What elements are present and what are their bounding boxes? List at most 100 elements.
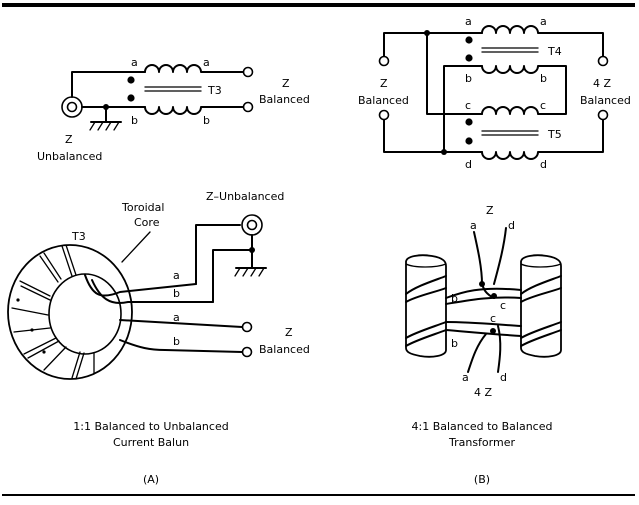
label-d-right: d (540, 158, 547, 171)
coax-connector-inner (66, 101, 78, 113)
caption-a-line2: Current Balun (113, 436, 189, 449)
label-d-left: d (465, 158, 472, 171)
label-b-left: b (465, 72, 472, 85)
label-z-right: Z (282, 77, 290, 90)
bridge-top-2 (445, 296, 522, 305)
label-balanced-right: Balanced (580, 94, 631, 107)
caption-a-line1: 1:1 Balanced to Unbalanced (73, 420, 228, 433)
lead-a1-up (195, 224, 241, 285)
core-right-top-rim (520, 263, 562, 268)
label-a1: a (173, 269, 180, 282)
label-balanced: Balanced (259, 343, 310, 356)
label-balanced: Balanced (259, 93, 310, 106)
label-4z-right: 4 Z (593, 77, 611, 90)
wire-a-input (71, 71, 146, 98)
label-toroidal: Toroidal (121, 201, 164, 214)
label-b2: b (451, 337, 458, 350)
label-a-left: a (131, 56, 138, 69)
core-windings (405, 275, 562, 347)
polarity-dot-t5-bottom (465, 137, 473, 145)
polarity-dot-t4-bottom (465, 54, 473, 62)
label-a-left: a (465, 15, 472, 28)
label-b-right: b (203, 114, 210, 127)
lead-a2 (119, 319, 243, 328)
bridge-top (445, 287, 522, 299)
top-rule (2, 3, 635, 7)
coil-t4-bottom (481, 65, 542, 74)
wire-a-to-c (426, 32, 483, 115)
4z-terminal-bottom (597, 109, 609, 121)
label-core: Core (134, 216, 160, 229)
panel-a-pictorial: Toroidal Core T3 Z–Unbalanced a b a b Z … (7, 190, 310, 380)
lead-z-d (493, 227, 507, 285)
label-a-right: a (540, 15, 547, 28)
label-t4: T4 (547, 45, 562, 58)
lead-b1 (91, 279, 214, 304)
junction-dot (249, 247, 255, 253)
tag-b: (B) (474, 473, 490, 486)
label-a2: a (173, 311, 180, 324)
label-t3: T3 (207, 84, 222, 97)
junction-dot-bottom (490, 328, 496, 334)
coil-t5-bottom (481, 151, 542, 160)
label-b1: b (173, 287, 180, 300)
bridge-bottom-2 (445, 329, 522, 337)
label-b1: b (451, 292, 458, 305)
junction-dot-d (441, 149, 447, 155)
toroid-core-inner (48, 273, 122, 355)
coil-t3-bottom (144, 106, 245, 115)
core-left-top-rim (405, 263, 447, 268)
polarity-dot-top (127, 76, 135, 84)
core-pointer (121, 231, 151, 263)
toroid-windings (11, 244, 95, 380)
label-a-right: a (203, 56, 210, 69)
label-z-left: Z (65, 133, 73, 146)
junction-dot-top (479, 281, 485, 287)
label-b-right: b (540, 72, 547, 85)
wire-b-c-right (540, 65, 567, 115)
label-c-left: c (465, 99, 471, 112)
ground-symbol (89, 121, 122, 131)
label-z-left: Z (380, 77, 388, 90)
label-t3: T3 (71, 230, 86, 243)
4z-terminal-top (597, 55, 609, 67)
wire-b-to-d (443, 65, 483, 153)
bridge-bottom (445, 321, 522, 327)
junction-dot-a (424, 30, 430, 36)
label-balanced-left: Balanced (358, 94, 409, 107)
wire-a-top-right (540, 32, 604, 57)
core-lines-t5 (481, 130, 539, 136)
core-lines (144, 86, 202, 92)
coax-connector-inner (246, 219, 258, 231)
label-c-right: c (540, 99, 546, 112)
ground-symbol (234, 267, 267, 277)
lead-b2 (119, 339, 243, 353)
panel-a-schematic: a a b b T3 Z Balanced Z Unbalanced (37, 56, 310, 163)
wire-d-bottom-right (540, 119, 604, 153)
polarity-dot-t4-top (465, 36, 473, 44)
balanced-terminal-top (241, 321, 253, 333)
junction-dot-mid (491, 293, 497, 299)
core-right (520, 254, 562, 358)
panel-b-schematic: a a T4 b b c c T5 d d Z Balanced 4 Z Bal… (358, 15, 631, 171)
panel-b-pictorial: Z a d b c c b a 4 Z d (405, 204, 562, 399)
label-b-left: b (131, 114, 138, 127)
coil-t3-top (144, 64, 245, 73)
lead-b1-up (212, 249, 251, 303)
wire-a-top (383, 32, 483, 57)
label-d-bottom: d (500, 371, 507, 384)
label-a-top: a (470, 219, 477, 232)
balanced-terminal-top (242, 66, 254, 78)
z-terminal-top (378, 55, 390, 67)
wire-d-bottom (383, 119, 483, 153)
label-z: Z (285, 326, 293, 339)
lead-4z-d (497, 325, 502, 373)
label-z-unbalanced: Z–Unbalanced (206, 190, 284, 203)
core-left (405, 254, 447, 358)
z-terminal-bottom (378, 109, 390, 121)
coil-t4-top (481, 25, 542, 34)
coil-t5-top (481, 106, 542, 115)
caption-b-line2: Transformer (448, 436, 515, 449)
balanced-terminal-bottom (242, 101, 254, 113)
